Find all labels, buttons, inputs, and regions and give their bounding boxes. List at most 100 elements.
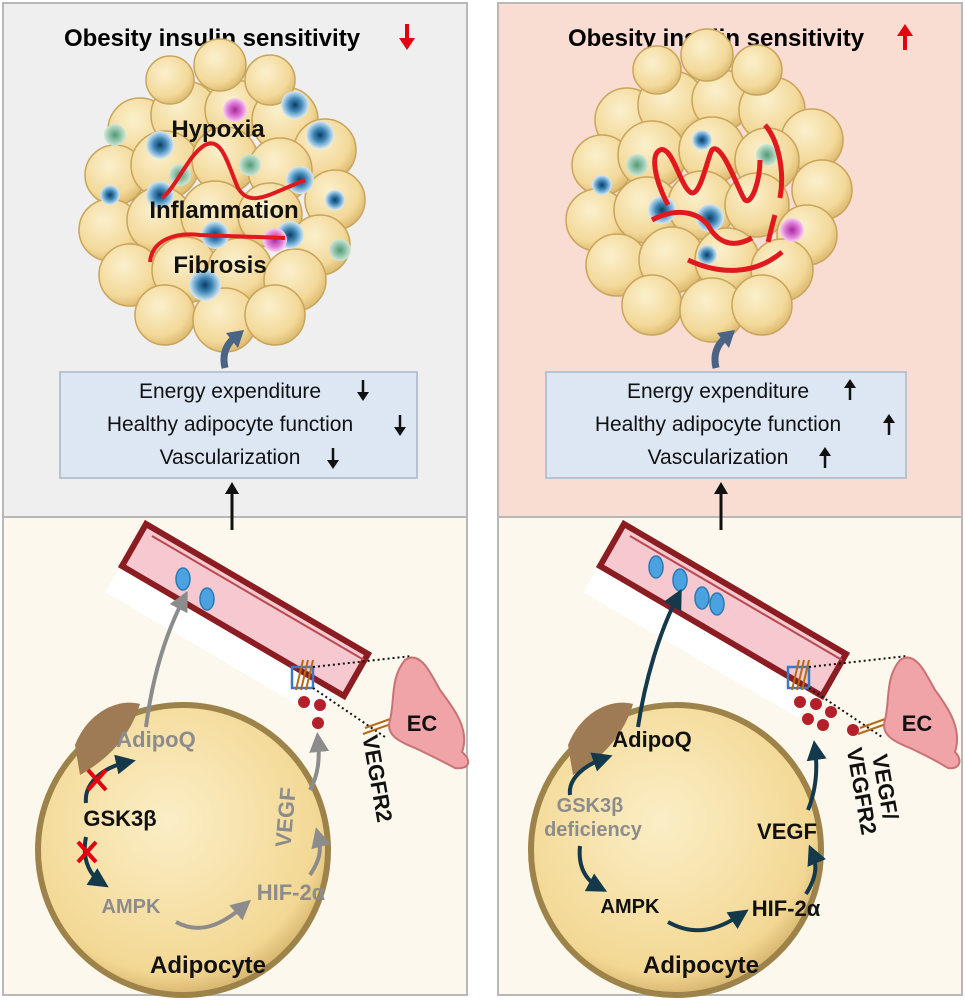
right-label-ampk: AMPK — [601, 896, 660, 918]
mast-cell-icon — [263, 228, 287, 252]
mast-cell-icon — [780, 218, 804, 242]
left-inhibition-cross-icon — [86, 768, 108, 792]
adipocyte-cell-icon — [145, 55, 195, 105]
right-effect-energy: Energy expenditure — [627, 380, 809, 403]
left-label-inflammation: Inflammation — [149, 197, 298, 224]
left-arrow-adipoq-to-vessel — [144, 590, 188, 728]
left-receptor-icons — [295, 659, 394, 735]
left-blood-vessel — [105, 519, 413, 738]
right-effects-box — [545, 371, 907, 479]
vegf-dot — [817, 719, 829, 731]
macrophage-icon — [100, 185, 120, 205]
right-arrow-gsk-to-adipoq — [567, 752, 613, 796]
right-arrow-adipoq-to-vessel — [636, 588, 682, 728]
macrophage-icon — [189, 269, 221, 301]
macrophage-icon — [592, 175, 612, 195]
vegf-dot — [825, 706, 837, 718]
left-label-ec: EC — [407, 711, 438, 736]
vegf-dot — [802, 713, 814, 725]
right-adipose-cluster — [565, 28, 853, 343]
adiponectin-particle — [672, 568, 688, 592]
right-arrow-ampk-to-hif — [667, 909, 749, 933]
left-effect-vascularization: Vascularization — [160, 446, 301, 469]
macrophage-icon — [146, 131, 174, 159]
left-inhibition-cross-icon — [76, 840, 98, 864]
macrophage-icon — [325, 190, 345, 210]
right-label-adipocyte: Adipocyte — [643, 952, 759, 979]
adiponectin-particle — [648, 555, 664, 579]
right-endothelial-cell — [883, 656, 961, 770]
adipocyte-cell-icon — [244, 54, 296, 106]
macrophage-icon — [146, 181, 174, 209]
left-title-down-arrow-icon — [399, 24, 415, 50]
left-effect-function: Healthy adipocyte function — [107, 413, 353, 436]
right-title-up-arrow-icon — [897, 24, 913, 50]
right-label-hif2a: HIF-2α — [752, 896, 821, 921]
right-label-adipoq: AdipoQ — [612, 727, 691, 752]
vegf-dot — [314, 699, 326, 711]
left-label-hif2a: HIF-2α — [257, 880, 326, 905]
left-arrow-ampk-to-hif — [175, 899, 252, 930]
adipocyte-cell-icon — [621, 274, 683, 336]
adipocyte-cell-icon — [731, 274, 793, 336]
adipocyte-cell-icon — [680, 28, 734, 82]
left-label-hypoxia: Hypoxia — [171, 116, 265, 143]
immune-cell-icon — [239, 154, 261, 176]
right-effect-function: Healthy adipocyte function — [595, 413, 841, 436]
vegf-dot — [810, 698, 822, 710]
macrophage-icon — [281, 91, 309, 119]
right-arrow-vegf-to-dots — [806, 740, 827, 811]
right-label-gsk3b: GSK3β — [557, 795, 624, 817]
left-arrow-hif-to-vegf — [308, 827, 331, 877]
adipocyte-cell-icon — [193, 38, 247, 92]
left-adipocyte-cell — [35, 702, 331, 998]
up-arrow-icon — [844, 379, 856, 388]
immune-cell-icon — [104, 124, 126, 146]
macrophage-icon — [696, 204, 724, 232]
right-effect-arrows — [819, 379, 895, 468]
left-label-adipocyte: Adipocyte — [150, 952, 266, 979]
down-arrow-icon — [394, 427, 406, 436]
right-upward-arrow-icon — [714, 482, 728, 530]
right-healthy-vessels — [650, 123, 785, 273]
vegf-dot — [298, 696, 310, 708]
macrophage-icon — [306, 121, 334, 149]
right-receptor-icons — [791, 659, 889, 735]
adipocyte-cell-icon — [632, 45, 682, 95]
left-curved-up-arrow-icon — [220, 330, 244, 369]
immune-cell-icon — [626, 154, 648, 176]
left-upward-arrow-icon — [225, 482, 239, 530]
left-label-gsk3b: GSK3β — [83, 806, 156, 831]
immune-cell-icon — [329, 239, 351, 261]
adiponectin-particle — [199, 587, 215, 611]
up-arrow-icon — [883, 414, 895, 423]
left-panel: Obesity insulin sensitivity Hypoxia Infl… — [2, 2, 470, 998]
right-adipocyte-nucleus — [568, 702, 633, 775]
adiponectin-particle — [709, 592, 725, 616]
left-adipose-cluster — [78, 38, 366, 353]
left-effects-box — [59, 371, 418, 479]
left-adipocyte-nucleus — [75, 702, 140, 775]
left-label-ampk: AMPK — [102, 896, 161, 918]
left-zoom-square — [290, 665, 315, 690]
right-label-vegf: VEGF — [757, 819, 817, 844]
macrophage-icon — [692, 130, 712, 150]
left-endothelial-cell — [388, 656, 470, 770]
macrophage-icon — [697, 245, 717, 265]
vegf-dot — [794, 696, 806, 708]
left-effect-arrows — [327, 380, 406, 469]
adipocyte-cell-icon — [134, 284, 196, 346]
down-arrow-icon — [357, 392, 369, 401]
right-arrow-hif-to-vegf — [804, 844, 826, 896]
adiponectin-particle — [175, 567, 191, 591]
vegf-dot — [312, 717, 324, 729]
down-arrow-icon — [327, 460, 339, 469]
left-effect-energy: Energy expenditure — [139, 380, 321, 403]
right-label-ec: EC — [902, 711, 933, 736]
right-blood-vessel — [583, 519, 908, 738]
right-effect-vascularization: Vascularization — [648, 446, 789, 469]
right-zoom-square — [786, 665, 811, 690]
adipocyte-cell-icon — [731, 44, 783, 96]
right-label-deficiency: deficiency — [544, 819, 643, 841]
